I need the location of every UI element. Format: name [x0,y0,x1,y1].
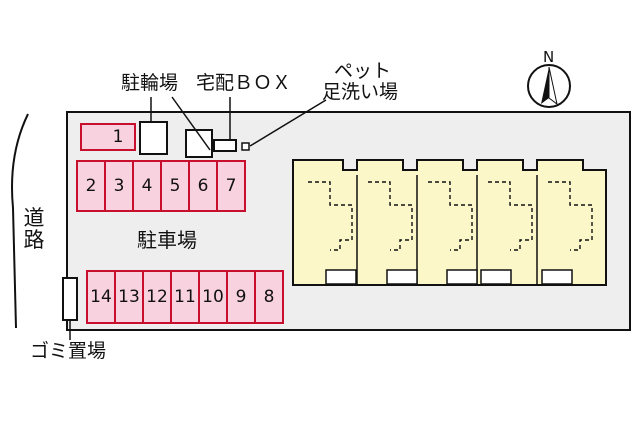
parking-space: 8 [254,270,284,324]
bicycle-parking-label: 駐輪場 [121,72,179,94]
road-label: 道路 [23,206,45,253]
pet-wash-station [241,142,250,151]
parking-space: 12 [142,270,172,324]
parking-space: 14 [86,270,116,324]
parking-lot-label: 駐車場 [137,228,197,252]
delivery-box [213,139,237,152]
north-label: N [543,48,555,66]
parking-space: 9 [226,270,256,324]
parking-space: 6 [188,160,218,212]
north-arrow-icon [527,64,571,108]
pet-wash-label-line2: 足洗い場 [322,81,399,103]
bicycle-parking-shed [139,121,168,155]
leader-pet-wash [249,99,327,147]
parking-space: 4 [132,160,162,212]
garbage-station [62,277,78,321]
parking-space: 5 [160,160,190,212]
garbage-label: ゴミ置場 [30,340,107,362]
parking-space: 13 [114,270,144,324]
road-edge-line [11,113,29,329]
apartment-building [292,159,607,286]
parking-space: 1 [80,123,136,151]
parking-space: 7 [216,160,246,212]
parking-space: 10 [198,270,228,324]
delivery-box-label: 宅配ＢＯＸ [196,72,292,94]
parking-space: 11 [170,270,200,324]
parking-space: 3 [104,160,134,212]
pet-wash-label-line1: ペット [334,60,392,82]
parking-space: 2 [76,160,106,212]
leader-delivery-shed [171,96,211,151]
delivery-box-shed [185,129,213,158]
